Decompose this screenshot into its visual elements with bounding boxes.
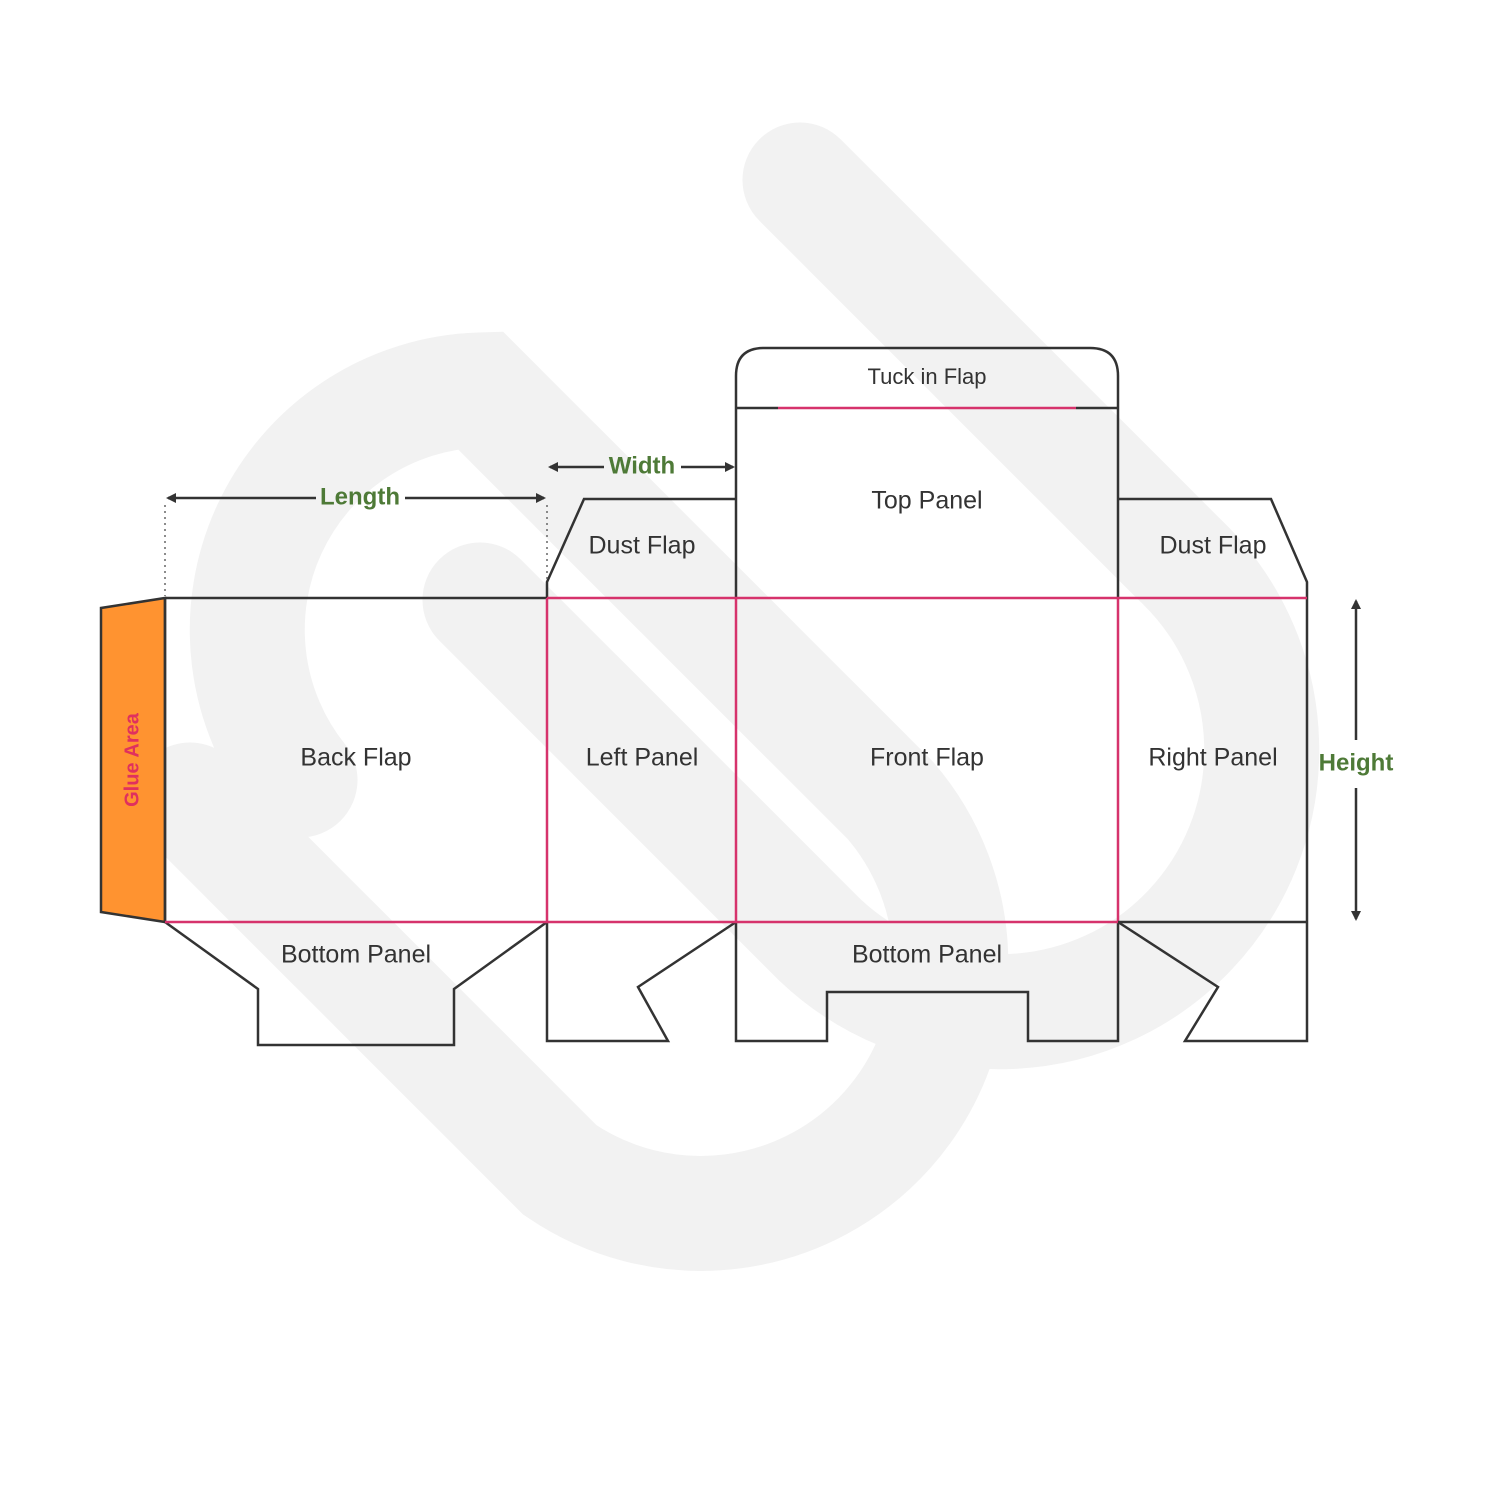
tuck-in-flap-label: Tuck in Flap xyxy=(867,364,986,389)
bottom-panel-left-label: Bottom Panel xyxy=(281,941,431,969)
bottom-dust-right-outline xyxy=(1117,920,1309,1043)
fold-lines xyxy=(165,406,1307,924)
dust-flap-left-outline xyxy=(545,497,736,598)
glue-area: Glue Area xyxy=(99,596,167,924)
bottom-dust-left-outline xyxy=(545,920,737,1043)
glue-area-label: Glue Area xyxy=(121,712,143,807)
top-panel-label: Top Panel xyxy=(871,487,982,515)
top-panel-outline xyxy=(734,346,1120,598)
bottom-panel-left-outline xyxy=(164,920,548,1047)
length-label: Length xyxy=(320,483,400,510)
watermark-logo xyxy=(132,122,1320,1271)
bottom-panel-center-outline xyxy=(734,922,1120,1043)
dust-flap-right-outline xyxy=(1118,497,1309,922)
right-panel-label: Right Panel xyxy=(1148,744,1277,772)
dust-flap-right-label: Dust Flap xyxy=(1160,532,1267,560)
dimension-arrows xyxy=(166,462,1361,921)
left-panel-label: Left Panel xyxy=(586,744,699,772)
width-label: Width xyxy=(609,452,675,479)
front-flap-label: Front Flap xyxy=(870,744,984,772)
height-label: Height xyxy=(1319,749,1394,776)
dust-flap-left-label: Dust Flap xyxy=(589,532,696,560)
cut-lines xyxy=(163,346,1309,1047)
bottom-panel-center-label: Bottom Panel xyxy=(852,941,1002,969)
back-flap-label: Back Flap xyxy=(300,744,411,772)
dimension-guides xyxy=(164,505,548,596)
